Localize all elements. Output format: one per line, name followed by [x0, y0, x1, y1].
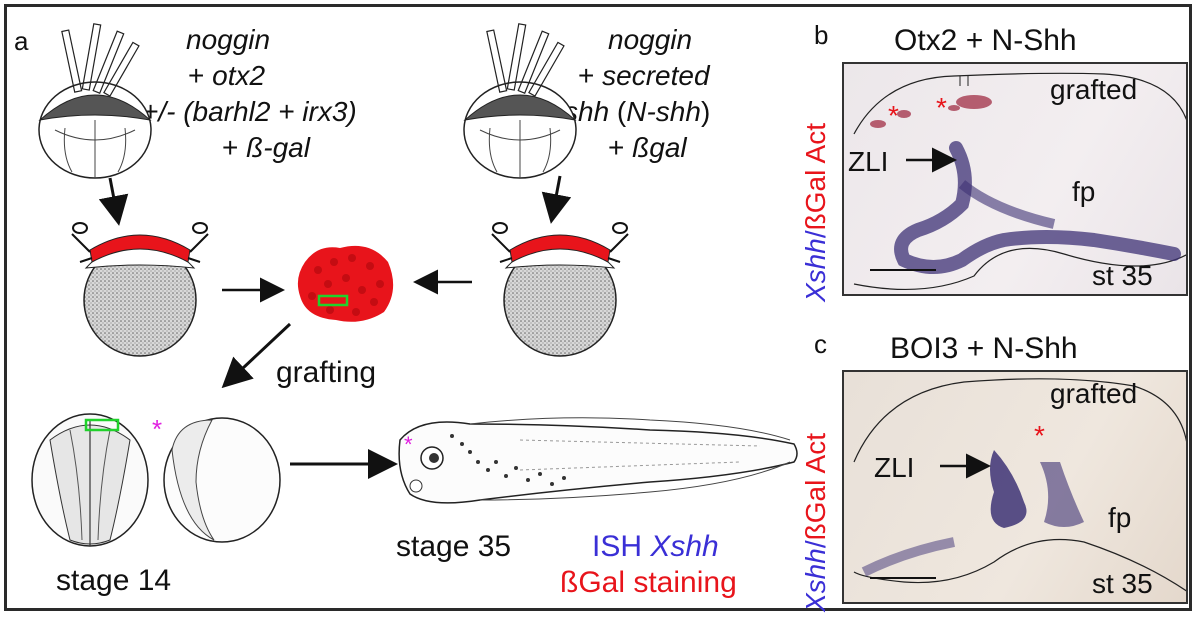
- left-animal-cap-embryo: [71, 222, 209, 357]
- panel-c-title: BOI3 + N-Shh: [890, 332, 1078, 365]
- panel-b-zli: ZLI: [848, 146, 889, 177]
- side-label-b: Xshh/ßGal Act: [800, 123, 831, 302]
- arrow-grafting: [221, 322, 292, 389]
- arrow-down-left: [98, 177, 129, 226]
- schematic-drawing: * *: [31, 23, 798, 547]
- ish-xshh-label: ISH Xshh: [592, 530, 719, 563]
- side-label-c: Xshh/ßGal Act: [800, 433, 831, 612]
- right-animal-cap-embryo: [491, 222, 629, 357]
- stage35-tadpole: [398, 417, 798, 504]
- panel-c-grafted: grafted: [1050, 378, 1138, 409]
- panel-b-title: Otx2 + N-Shh: [894, 24, 1077, 57]
- stage35-label: stage 35: [396, 530, 512, 563]
- panel-c-zli: ZLI: [874, 452, 915, 483]
- right-protocol-noggin: noggin: [608, 24, 693, 55]
- combined-red-explant: [297, 245, 394, 322]
- panel-b-image: ZLI grafted fp st 35 * *: [842, 62, 1188, 296]
- panel-letter-a: a: [14, 26, 29, 56]
- grafting-label: grafting: [276, 356, 377, 389]
- right-injected-embryo: [463, 23, 577, 179]
- panel-b-star-2: *: [936, 92, 947, 123]
- panel-b-fp: fp: [1072, 176, 1096, 207]
- panel-c-stage: st 35: [1092, 568, 1153, 599]
- stage14-lateral-embryo: [163, 417, 281, 543]
- stage14-dorsal-embryo: [31, 413, 149, 547]
- panel-b-grafted: grafted: [1050, 74, 1138, 105]
- arrow-down-right: [541, 175, 572, 224]
- graft-star-tadpole: *: [404, 432, 413, 457]
- bgal-staining-label: ßGal staining: [560, 566, 737, 599]
- graft-site-box: [84, 418, 120, 432]
- panel-letter-c: c: [814, 329, 827, 359]
- left-protocol-barhl2-irx3: +/- (barhl2 + irx3): [142, 96, 357, 127]
- graft-star-stage14: *: [152, 414, 162, 444]
- panel-c-image: ZLI grafted fp st 35 *: [842, 370, 1188, 604]
- panel-c-star: *: [1034, 420, 1045, 451]
- left-injected-embryo: [38, 23, 152, 179]
- left-protocol-bgal: + ß-gal: [222, 132, 310, 163]
- right-protocol-bgal: + ßgal: [608, 132, 687, 163]
- panel-b-star-1: *: [888, 100, 899, 131]
- stage14-label: stage 14: [56, 564, 172, 597]
- panel-b-stage: st 35: [1092, 260, 1153, 291]
- figure-frame: [4, 4, 1192, 611]
- panel-c-fp: fp: [1108, 502, 1132, 533]
- left-protocol-otx2: + otx2: [188, 60, 266, 91]
- panel-letter-b: b: [814, 20, 829, 50]
- right-protocol-secreted: + secreted: [578, 60, 710, 91]
- graft-region-box: [317, 294, 349, 307]
- left-protocol-noggin: noggin: [186, 24, 271, 55]
